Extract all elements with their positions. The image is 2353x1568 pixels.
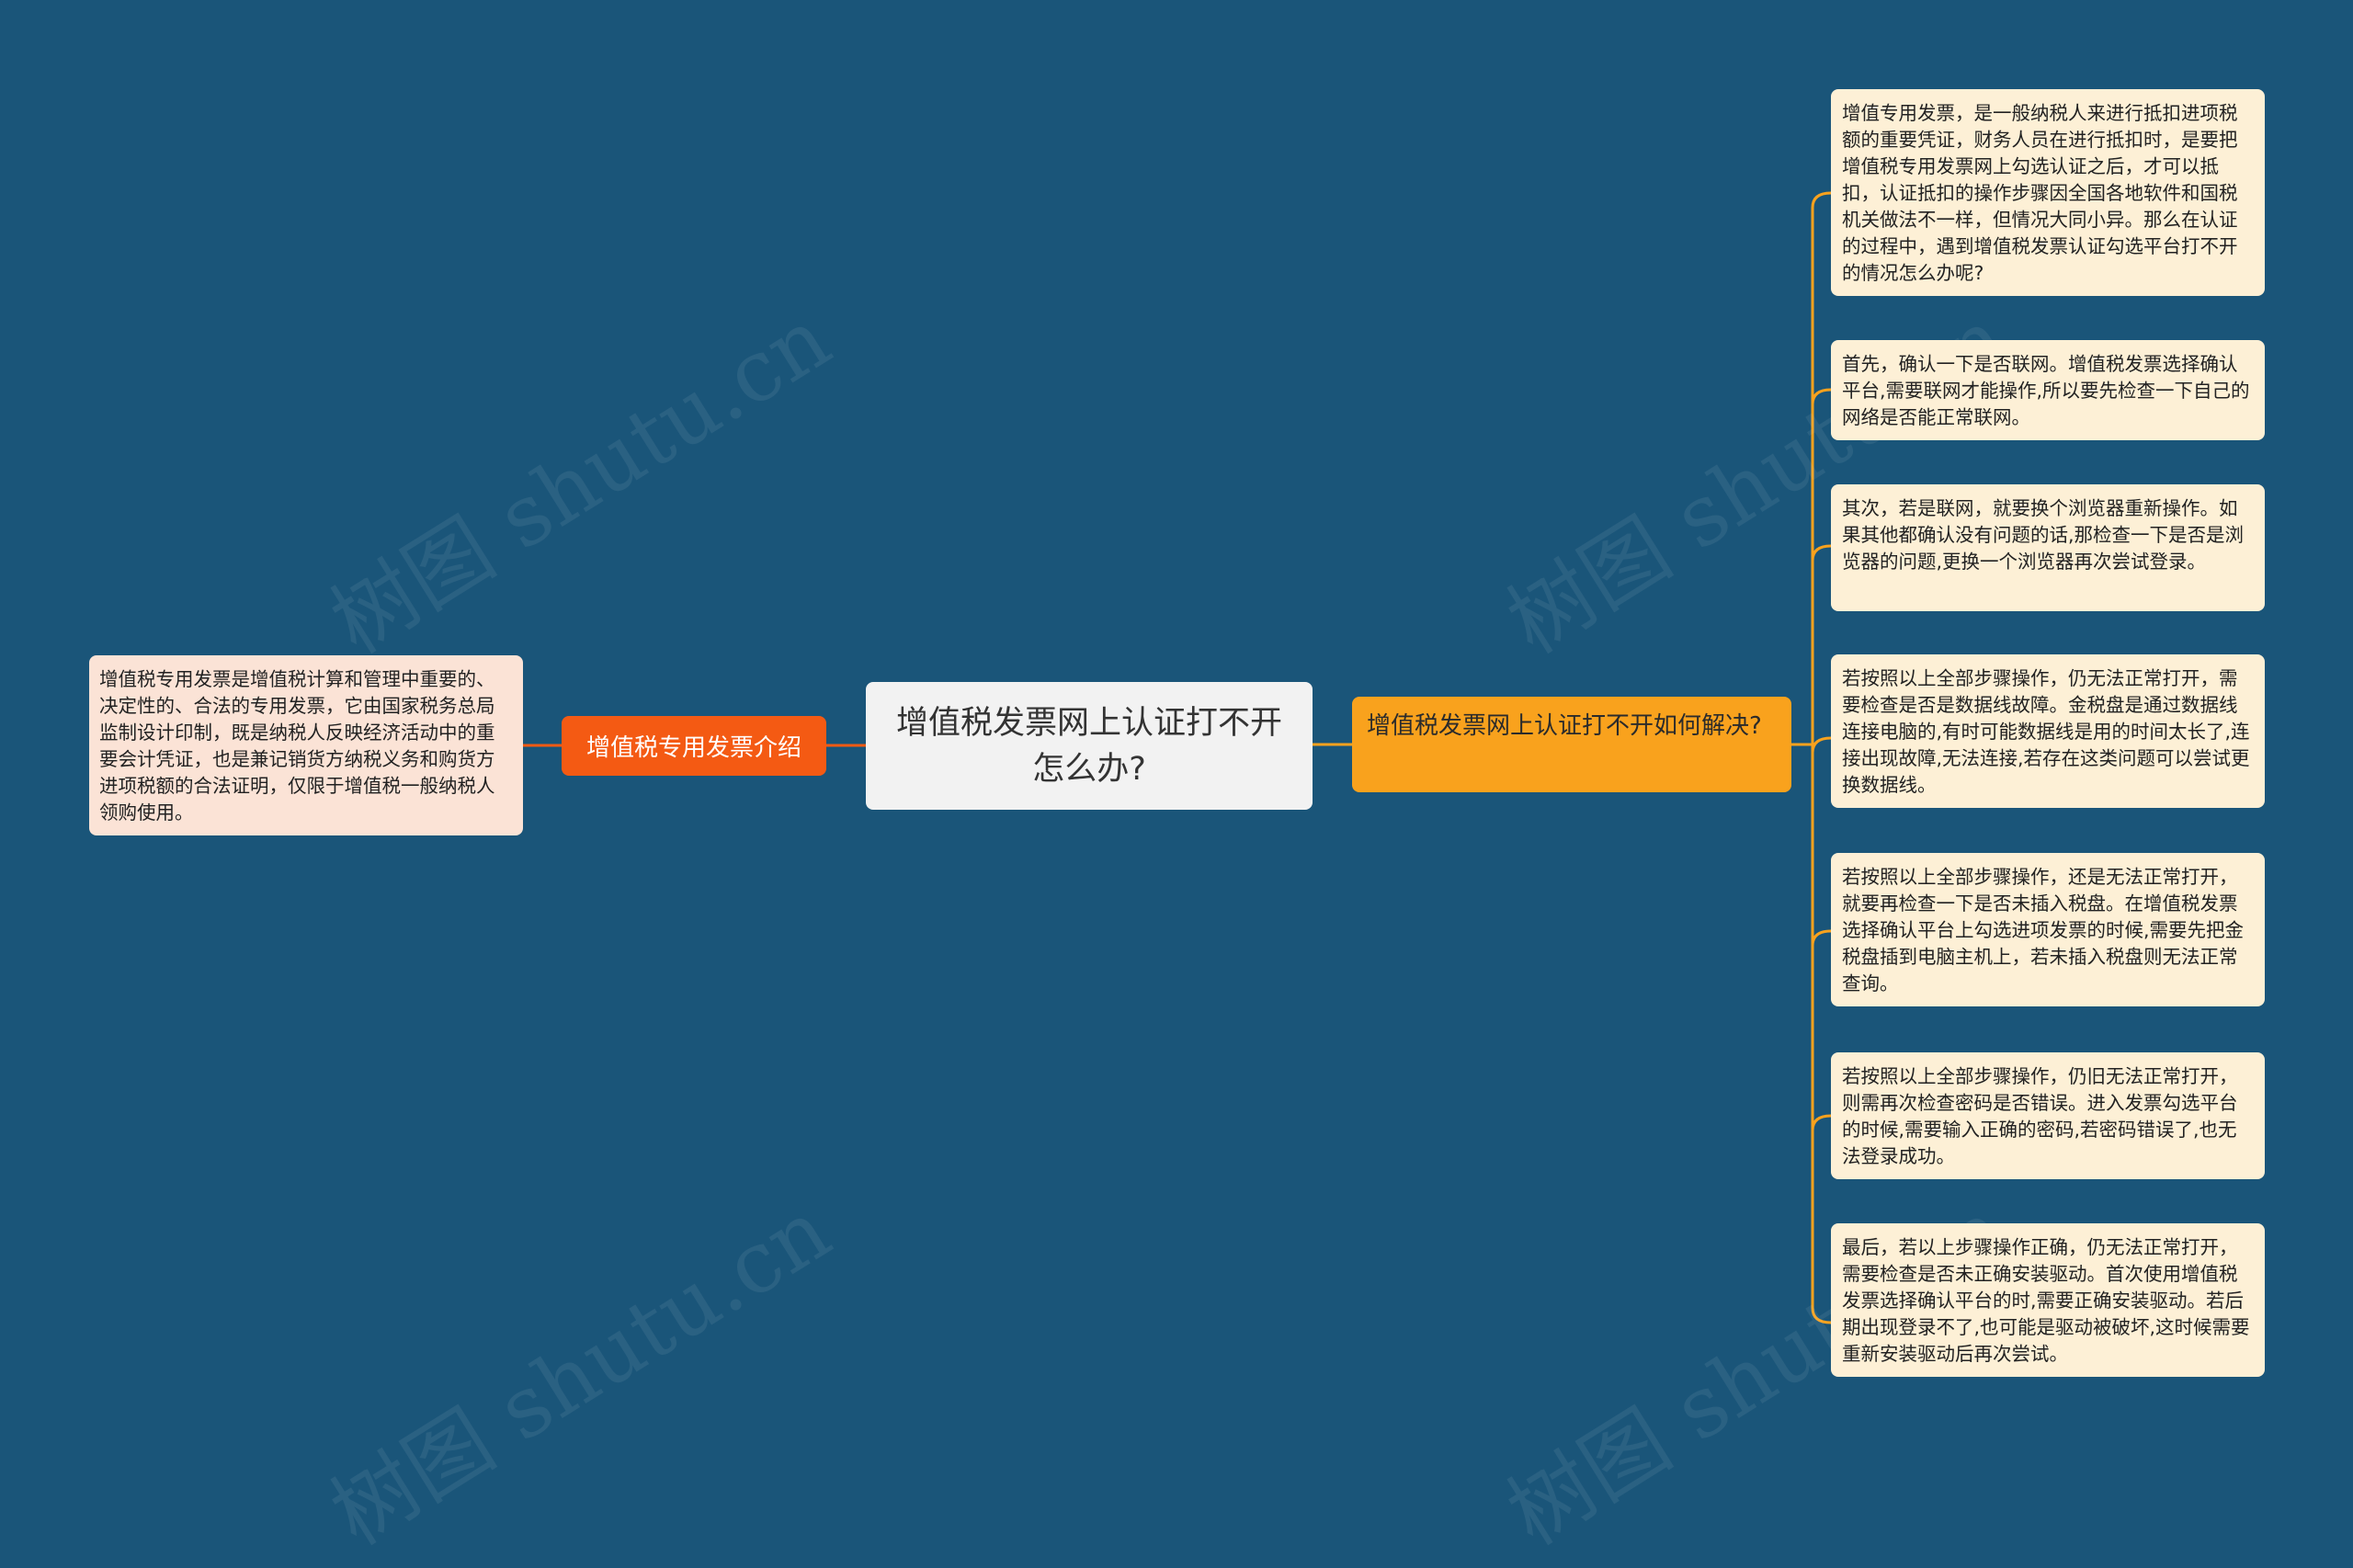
right-leaf-6[interactable]: 若按照以上全部步骤操作，仍旧无法正常打开，则需再次检查密码是否错误。进入发票勾选… <box>1831 1052 2265 1179</box>
right-leaf-text: 首先，确认一下是否联网。增值税发票选择确认平台,需要联网才能操作,所以要先检查一… <box>1842 353 2250 428</box>
connector-right-leaf-5 <box>1811 929 1832 947</box>
right-leaf-3[interactable]: 其次，若是联网，就要换个浏览器重新操作。如果其他都确认没有问题的话,那检查一下是… <box>1831 484 2265 611</box>
right-leaf-text: 最后，若以上步骤操作正确，仍无法正常打开，需要检查是否未正确安装驱动。首次使用增… <box>1842 1236 2250 1365</box>
right-leaf-7[interactable]: 最后，若以上步骤操作正确，仍无法正常打开，需要检查是否未正确安装驱动。首次使用增… <box>1831 1223 2265 1377</box>
left-branch-topic[interactable]: 增值税专用发票介绍 <box>562 716 826 776</box>
right-leaf-text: 若按照以上全部步骤操作，仍无法正常打开，需要检查是否是数据线故障。金税盘是通过数… <box>1842 667 2250 796</box>
connector-right-leaf-3 <box>1811 544 1832 562</box>
connector-right-leaf-2 <box>1811 388 1832 405</box>
right-branch-topic[interactable]: 增值税发票网上认证打不开如何解决? <box>1352 697 1791 792</box>
right-branch-label: 增值税发票网上认证打不开如何解决? <box>1367 712 1762 740</box>
connector-right-leaf-4 <box>1811 736 1832 754</box>
connector-right-leaf-6 <box>1811 1114 1832 1131</box>
connector-right-leaf-7 <box>1811 1307 1832 1324</box>
right-leaf-4[interactable]: 若按照以上全部步骤操作，仍无法正常打开，需要检查是否是数据线故障。金税盘是通过数… <box>1831 654 2265 808</box>
mindmap-connectors <box>523 191 1832 1324</box>
right-leaf-text: 增值专用发票，是一般纳税人来进行抵扣进项税额的重要凭证，财务人员在进行抵扣时，是… <box>1842 102 2238 284</box>
central-topic-label: 增值税发票网上认证打不开怎么办? <box>895 704 1282 788</box>
right-leaf-2[interactable]: 首先，确认一下是否联网。增值税发票选择确认平台,需要联网才能操作,所以要先检查一… <box>1831 340 2265 440</box>
central-topic[interactable]: 增值税发票网上认证打不开怎么办? <box>866 682 1313 810</box>
left-branch-label: 增值税专用发票介绍 <box>585 734 801 762</box>
right-leaf-text: 若按照以上全部步骤操作，还是无法正常打开，就要再检查一下是否未插入税盘。在增值税… <box>1842 866 2245 994</box>
left-leaf-topic[interactable]: 增值税专用发票是增值税计算和管理中重要的、决定性的、合法的专用发票，它由国家税务… <box>89 655 523 835</box>
right-leaf-5[interactable]: 若按照以上全部步骤操作，还是无法正常打开，就要再检查一下是否未插入税盘。在增值税… <box>1831 853 2265 1006</box>
right-leaf-1[interactable]: 增值专用发票，是一般纳税人来进行抵扣进项税额的重要凭证，财务人员在进行抵扣时，是… <box>1831 89 2265 296</box>
right-leaf-text: 若按照以上全部步骤操作，仍旧无法正常打开，则需再次检查密码是否错误。进入发票勾选… <box>1842 1065 2238 1167</box>
left-leaf-text: 增值税专用发票是增值税计算和管理中重要的、决定性的、合法的专用发票，它由国家税务… <box>99 668 495 824</box>
connector-right-leaf-1 <box>1811 191 1832 209</box>
right-leaf-text: 其次，若是联网，就要换个浏览器重新操作。如果其他都确认没有问题的话,那检查一下是… <box>1842 497 2245 573</box>
